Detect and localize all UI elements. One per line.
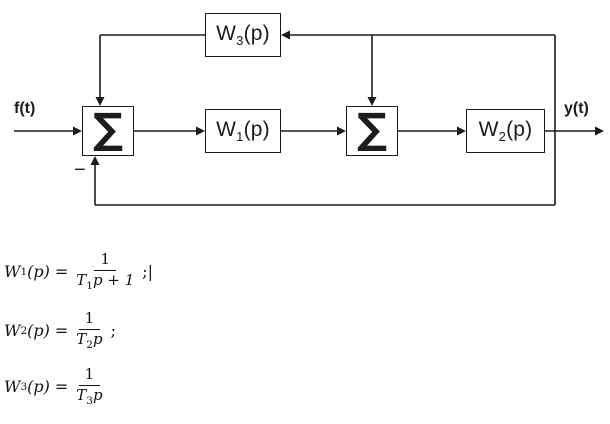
w1-label: W1(p) <box>216 117 270 145</box>
feedback-bottom-line <box>90 131 556 206</box>
w3-output-to-sum1 <box>95 34 205 106</box>
fraction-w3: 1 T3p <box>76 365 103 407</box>
output-arrow <box>545 126 604 136</box>
w1-block: W1(p) <box>205 109 281 153</box>
w3-label: W3(p) <box>216 21 270 49</box>
arrow-sum2-to-w2 <box>398 126 466 136</box>
summer2-sigma: ∑ <box>356 104 388 153</box>
summer2-block: ∑ <box>346 106 398 156</box>
input-arrow <box>14 126 82 136</box>
feedback-top-line <box>281 30 556 131</box>
fraction-w2: 1 T2p <box>76 309 103 351</box>
summer1-block: ∑ <box>82 106 134 156</box>
summer1-sigma: ∑ <box>92 104 124 153</box>
arrow-w1-to-sum2 <box>281 126 346 136</box>
fraction-w1: 1 T1p + 1 <box>76 250 135 292</box>
feedback-branch-to-sum2 <box>367 35 377 106</box>
w2-label: W2(p) <box>478 117 533 145</box>
w2-block: W2(p) <box>466 109 545 153</box>
w3-block: W3(p) <box>205 13 281 57</box>
output-signal-label: y(t) <box>564 100 589 117</box>
input-signal-label: f(t) <box>14 100 36 117</box>
arrow-sum1-to-w1 <box>134 126 205 136</box>
minus-sign: − <box>74 159 86 181</box>
